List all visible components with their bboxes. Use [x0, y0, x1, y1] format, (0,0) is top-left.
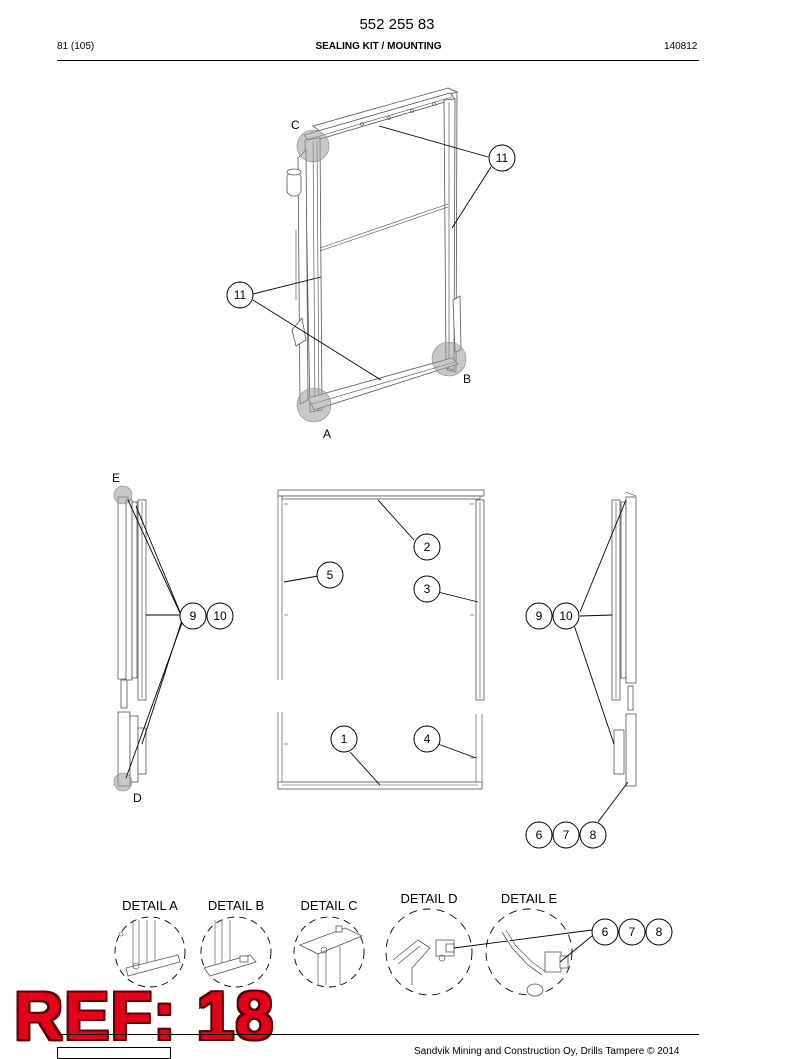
svg-text:9: 9: [190, 609, 197, 623]
callout-1: 1: [330, 725, 358, 753]
callout-6-right: 6: [525, 821, 553, 849]
callout-9-left: 9: [179, 602, 207, 630]
detail-e-label: DETAIL E: [501, 891, 558, 906]
svg-text:6: 6: [536, 828, 543, 842]
ref-stamp: REF: 18: [14, 978, 275, 1054]
detail-letter-d: D: [133, 791, 142, 805]
callout-7-right: 7: [552, 821, 580, 849]
svg-text:10: 10: [559, 609, 573, 623]
company-logo: [57, 1047, 171, 1059]
detail-zone-b: [431, 341, 467, 377]
svg-text:7: 7: [629, 925, 636, 939]
callout-9-right: 9: [525, 602, 553, 630]
date-code: 140812: [664, 41, 698, 52]
detail-letter-c: C: [291, 118, 300, 132]
front-view: [277, 489, 485, 790]
svg-text:8: 8: [656, 925, 663, 939]
detail-letter-e: E: [112, 471, 120, 485]
callout-10-left: 10: [206, 602, 234, 630]
callout-4: 4: [413, 725, 441, 753]
detail-letter-a: A: [323, 427, 331, 441]
svg-text:1: 1: [341, 732, 348, 746]
callout-8-bottom: 8: [645, 918, 673, 946]
svg-text:8: 8: [590, 828, 597, 842]
svg-text:4: 4: [424, 732, 431, 746]
callout-5: 5: [316, 561, 344, 589]
callout-10-right: 10: [552, 602, 580, 630]
svg-text:10: 10: [213, 609, 227, 623]
detail-a-label: DETAIL A: [122, 898, 178, 913]
detail-zone-c: [296, 129, 330, 163]
svg-text:7: 7: [563, 828, 570, 842]
detail-e-view: [485, 908, 593, 997]
detail-d-view: [385, 908, 593, 996]
copyright-text: Sandvik Mining and Construction Oy, Dril…: [414, 1046, 680, 1057]
footer-divider: [57, 1034, 699, 1035]
detail-a-view: [114, 916, 186, 988]
detail-zone-e: [113, 485, 133, 505]
detail-c-label: DETAIL C: [300, 898, 357, 913]
detail-c-view: [293, 916, 365, 988]
svg-text:11: 11: [234, 288, 247, 302]
callout-11-left: 11: [226, 281, 254, 309]
svg-text:3: 3: [424, 582, 431, 596]
callout-3: 3: [413, 575, 441, 603]
callout-11-right: 11: [488, 144, 516, 172]
document-number: 552 255 83: [359, 16, 435, 33]
svg-text:9: 9: [536, 609, 543, 623]
callout-2: 2: [413, 533, 441, 561]
isometric-assembly: [252, 87, 492, 423]
detail-letter-b: B: [463, 372, 471, 386]
detail-zone-a: [296, 387, 332, 423]
left-side-view: [113, 485, 184, 792]
svg-text:11: 11: [496, 151, 509, 165]
detail-zone-d: [113, 772, 133, 792]
section-title: SEALING KIT / MOUNTING: [315, 41, 442, 52]
detail-b-label: DETAIL B: [208, 898, 264, 913]
callout-6-bottom: 6: [591, 918, 619, 946]
detail-b-view: [200, 916, 272, 988]
svg-text:2: 2: [424, 540, 431, 554]
callout-7-bottom: 7: [618, 918, 646, 946]
header-divider: [57, 60, 699, 61]
right-side-view: [572, 491, 637, 823]
page-count: 81 (105): [57, 41, 95, 52]
callout-8-right: 8: [579, 821, 607, 849]
detail-d-label: DETAIL D: [400, 891, 457, 906]
svg-text:6: 6: [602, 925, 609, 939]
svg-text:5: 5: [327, 568, 334, 582]
